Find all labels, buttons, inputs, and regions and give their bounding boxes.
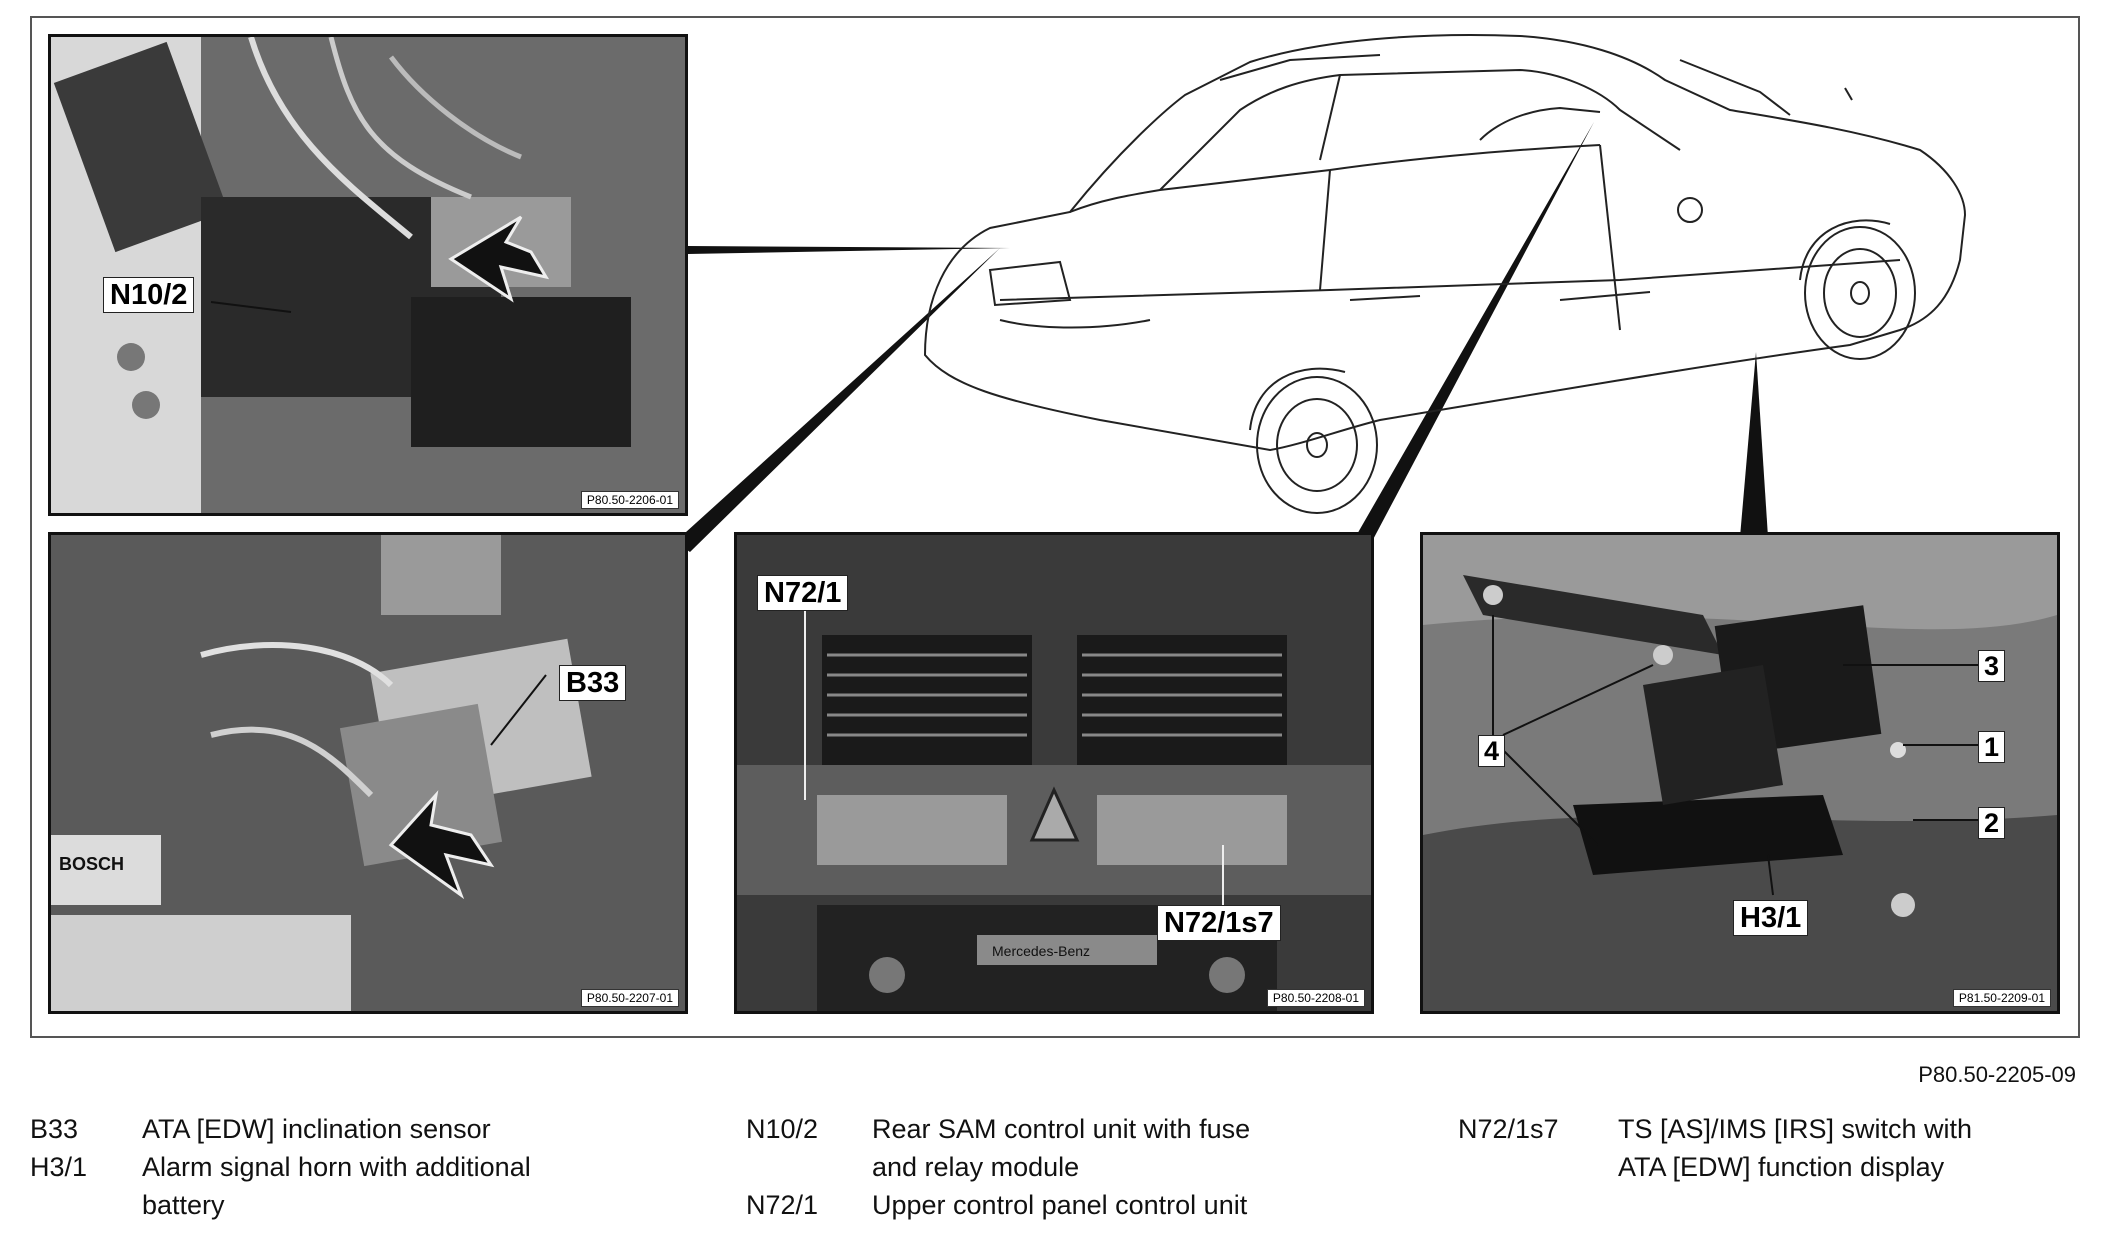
photo-control-panel: Mercedes-Benz N72/1 N72/1s7 P80.50-2208-… bbox=[734, 532, 1374, 1014]
callout-n10-2: N10/2 bbox=[103, 277, 195, 313]
radio-label: Mercedes-Benz bbox=[992, 943, 1090, 959]
legend-text: ATA [EDW] function display bbox=[1618, 1152, 1945, 1182]
callout-3: 3 bbox=[1978, 650, 2006, 682]
legend-column-1: B33 ATA [EDW] inclination sensor H3/1 Al… bbox=[30, 1110, 730, 1224]
legend-column-3: N72/1s7 TS [AS]/IMS [IRS] switch with AT… bbox=[1458, 1110, 2078, 1186]
photo-rear-sam-image bbox=[51, 37, 685, 513]
legend-code: B33 bbox=[30, 1114, 79, 1144]
legend-text: Upper control panel control unit bbox=[872, 1190, 1248, 1220]
legend-item: H3/1 Alarm signal horn with additional bbox=[30, 1148, 730, 1186]
diagram-frame bbox=[30, 16, 2080, 1038]
photo-alarm-horn: 4 3 1 2 H3/1 P81.50-2209-01 bbox=[1420, 532, 2060, 1014]
legend-item: N72/1 Upper control panel control unit bbox=[746, 1186, 1426, 1224]
legend-text: battery bbox=[142, 1190, 225, 1220]
car-wheels bbox=[1249, 219, 1916, 514]
pointer-arrow bbox=[448, 215, 550, 303]
callout-b33: B33 bbox=[559, 665, 627, 701]
legend-item-continued: and relay module bbox=[746, 1148, 1426, 1186]
legend-code: N72/1 bbox=[746, 1190, 819, 1220]
photo-id-rear-sam: P80.50-2206-01 bbox=[580, 491, 679, 509]
legend-item: N72/1s7 TS [AS]/IMS [IRS] switch with bbox=[1458, 1110, 2078, 1148]
legend-code: N10/2 bbox=[746, 1114, 819, 1144]
legend-item-continued: ATA [EDW] function display bbox=[1458, 1148, 2078, 1186]
car-outline bbox=[923, 34, 1967, 452]
legend-text: Alarm signal horn with additional bbox=[142, 1152, 531, 1182]
photo-inclination-sensor-image: BOSCH bbox=[51, 535, 685, 1011]
legend-text: and relay module bbox=[872, 1152, 1080, 1182]
pointer-rear-sam bbox=[688, 246, 1010, 254]
legend-text: ATA [EDW] inclination sensor bbox=[142, 1114, 491, 1144]
photo-id-control-panel: P80.50-2208-01 bbox=[1266, 989, 1365, 1007]
pointer-arrow bbox=[388, 790, 495, 900]
callout-2: 2 bbox=[1978, 807, 2006, 839]
legend-item: N10/2 Rear SAM control unit with fuse bbox=[746, 1110, 1426, 1148]
photo-id-inclination-sensor: P80.50-2207-01 bbox=[580, 989, 679, 1007]
leader-lines bbox=[1492, 615, 1978, 896]
photo-control-panel-image: Mercedes-Benz bbox=[737, 535, 1371, 1011]
hazard-switch bbox=[1029, 786, 1080, 842]
legend-code: H3/1 bbox=[30, 1152, 88, 1182]
legend-item: B33 ATA [EDW] inclination sensor bbox=[30, 1110, 730, 1148]
photo-id-alarm-horn: P81.50-2209-01 bbox=[1952, 989, 2051, 1007]
legend-text: Rear SAM control unit with fuse bbox=[872, 1114, 1251, 1144]
legend-code: N72/1s7 bbox=[1458, 1114, 1559, 1144]
pointer-alarm-horn bbox=[1740, 352, 1768, 537]
legend-item-continued: battery bbox=[30, 1186, 730, 1224]
legend-column-2: N10/2 Rear SAM control unit with fuse an… bbox=[746, 1110, 1426, 1224]
pointer-control-panel bbox=[1352, 122, 1594, 549]
bosch-label: BOSCH bbox=[59, 854, 124, 874]
pointer-inclination-sensor bbox=[675, 248, 1000, 552]
callout-4: 4 bbox=[1478, 735, 1506, 767]
callout-h3-1: H3/1 bbox=[1733, 900, 1809, 936]
callout-n72-1: N72/1 bbox=[757, 575, 849, 611]
photo-inclination-sensor: BOSCH B33 P80.50-2207-01 bbox=[48, 532, 688, 1014]
vent-louvres bbox=[827, 653, 1282, 737]
photo-alarm-horn-image bbox=[1423, 535, 2057, 1011]
callout-1: 1 bbox=[1978, 731, 2006, 763]
photo-rear-sam: N10/2 P80.50-2206-01 bbox=[48, 34, 688, 516]
legend-text: TS [AS]/IMS [IRS] switch with bbox=[1618, 1114, 1973, 1144]
figure-id: P80.50-2205-09 bbox=[1918, 1062, 2076, 1087]
callout-n72-1s7: N72/1s7 bbox=[1157, 905, 1281, 941]
